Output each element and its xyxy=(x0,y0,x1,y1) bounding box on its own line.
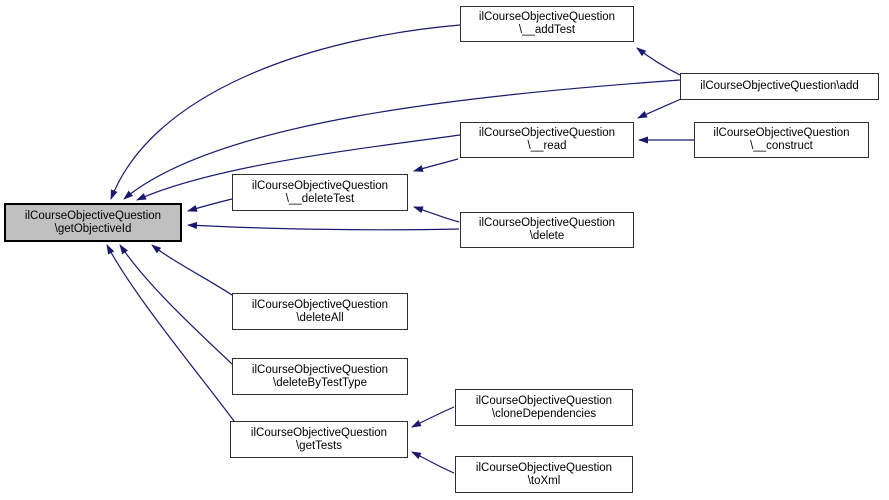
node-deletetest[interactable]: ilCourseObjectiveQuestion \__deleteTest xyxy=(232,174,408,211)
node-gettests[interactable]: ilCourseObjectiveQuestion \getTests xyxy=(230,421,408,458)
edge-toxml-to-gettests xyxy=(411,451,455,474)
edge-add-to-getobjectiveid xyxy=(123,79,681,200)
node-label-line2: \__construct xyxy=(750,140,813,152)
node-label-line2: \cloneDependencies xyxy=(491,407,597,420)
edge-add-to-addtest xyxy=(636,47,681,76)
node-label-line2: \deleteByTestType xyxy=(273,376,367,389)
node-label-line1: ilCourseObjectiveQuestion xyxy=(478,127,616,139)
node-label-line2: \__addTest xyxy=(518,24,576,36)
node-label-line1: ilCourseObjectiveQuestion xyxy=(24,209,162,222)
edge-add-to-read xyxy=(637,98,682,119)
edge-addtest-to-getobjectiveid xyxy=(110,24,461,200)
node-label-line2: \toXml xyxy=(527,474,561,487)
node-label-line1: ilCourseObjectiveQuestion\add xyxy=(700,80,859,92)
node-label-line2: \__read xyxy=(527,140,567,152)
node-label-line1: ilCourseObjectiveQuestion xyxy=(251,363,389,376)
node-read[interactable]: ilCourseObjectiveQuestion \__read xyxy=(460,122,634,158)
node-label-line1: ilCourseObjectiveQuestion xyxy=(250,426,388,439)
node-label-line2: \getObjectiveId xyxy=(54,222,132,235)
edge-delete-to-deletetest xyxy=(413,206,460,223)
edge-gettests-to-getobjectiveid xyxy=(106,244,235,422)
node-label-line1: ilCourseObjectiveQuestion xyxy=(478,11,616,23)
node-label-line1: ilCourseObjectiveQuestion xyxy=(713,127,850,139)
node-toxml[interactable]: ilCourseObjectiveQuestion \toXml xyxy=(455,456,633,493)
node-getobjectiveid: ilCourseObjectiveQuestion \getObjectiveI… xyxy=(4,203,182,242)
node-label-line1: ilCourseObjectiveQuestion xyxy=(478,217,616,229)
node-label-line1: ilCourseObjectiveQuestion xyxy=(251,179,389,192)
edge-deleteall-to-getobjectiveid xyxy=(151,244,233,296)
node-addtest[interactable]: ilCourseObjectiveQuestion \__addTest xyxy=(460,6,634,42)
edge-read-to-getobjectiveid xyxy=(136,134,461,201)
node-add[interactable]: ilCourseObjectiveQuestion\add xyxy=(680,73,879,100)
node-label-line2: \delete xyxy=(529,230,565,242)
node-deleteall[interactable]: ilCourseObjectiveQuestion \deleteAll xyxy=(232,293,408,330)
node-label-line1: ilCourseObjectiveQuestion xyxy=(475,394,613,407)
node-clonedependencies[interactable]: ilCourseObjectiveQuestion \cloneDependen… xyxy=(455,389,633,426)
edge-deletebytesttype-to-getobjectiveid xyxy=(119,244,233,365)
edge-delete-to-getobjectiveid xyxy=(187,221,460,231)
edge-deletetest-to-getobjectiveid xyxy=(187,198,233,212)
node-label-line1: ilCourseObjectiveQuestion xyxy=(251,298,389,311)
node-deletebytesttype[interactable]: ilCourseObjectiveQuestion \deleteByTestT… xyxy=(232,358,408,395)
node-label-line2: \deleteAll xyxy=(296,311,344,324)
edge-read-to-deletetest xyxy=(413,158,459,172)
edge-clonedependencies-to-gettests xyxy=(411,406,455,428)
node-label-line2: \__deleteTest xyxy=(285,192,355,205)
node-label-line2: \getTests xyxy=(295,439,343,452)
node-label-line1: ilCourseObjectiveQuestion xyxy=(475,461,613,474)
node-construct[interactable]: ilCourseObjectiveQuestion \__construct xyxy=(694,122,869,158)
node-delete[interactable]: ilCourseObjectiveQuestion \delete xyxy=(460,212,634,248)
